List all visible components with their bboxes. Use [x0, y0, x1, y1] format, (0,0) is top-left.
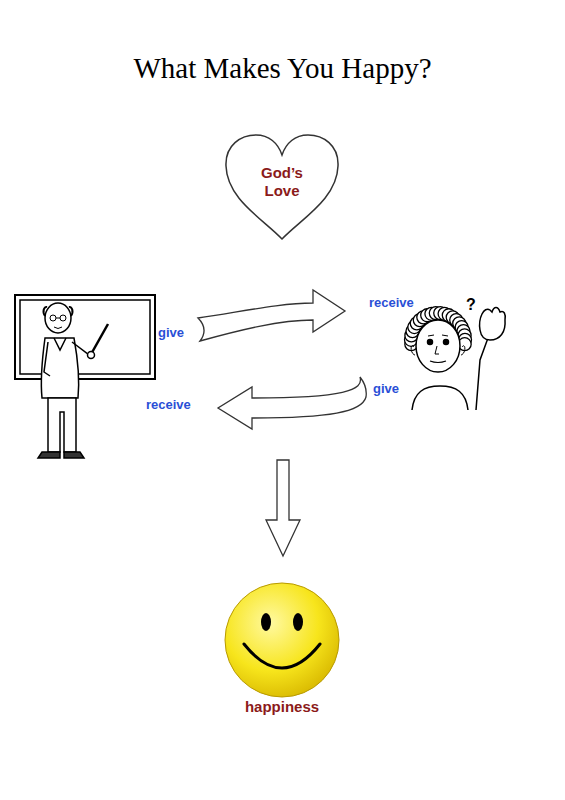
smiley-eye: [293, 613, 303, 631]
page-title: What Makes You Happy?: [0, 52, 565, 85]
arrow-label: give: [157, 325, 185, 340]
arrow-label: give: [372, 381, 400, 396]
smiley-circle: [225, 583, 339, 697]
heart-shape: God’s Love: [223, 133, 341, 241]
return-arrow: [218, 377, 366, 429]
smiley-outline: [222, 582, 342, 718]
down-arrow: [266, 460, 300, 556]
heart-outline: [226, 135, 338, 239]
smiley-eye: [261, 613, 271, 631]
smiley-face: happiness: [222, 582, 342, 718]
arrow-label: receive: [368, 295, 415, 310]
student-figure: [405, 307, 506, 410]
arrow-label: receive: [145, 397, 192, 412]
question-mark: ?: [465, 296, 477, 314]
heart-label: God’s Love: [251, 164, 313, 200]
teacher-figure: [15, 295, 155, 458]
node-caption: happiness: [222, 698, 342, 716]
give-arrow: [198, 290, 345, 341]
smiley-mouth: [244, 644, 320, 668]
